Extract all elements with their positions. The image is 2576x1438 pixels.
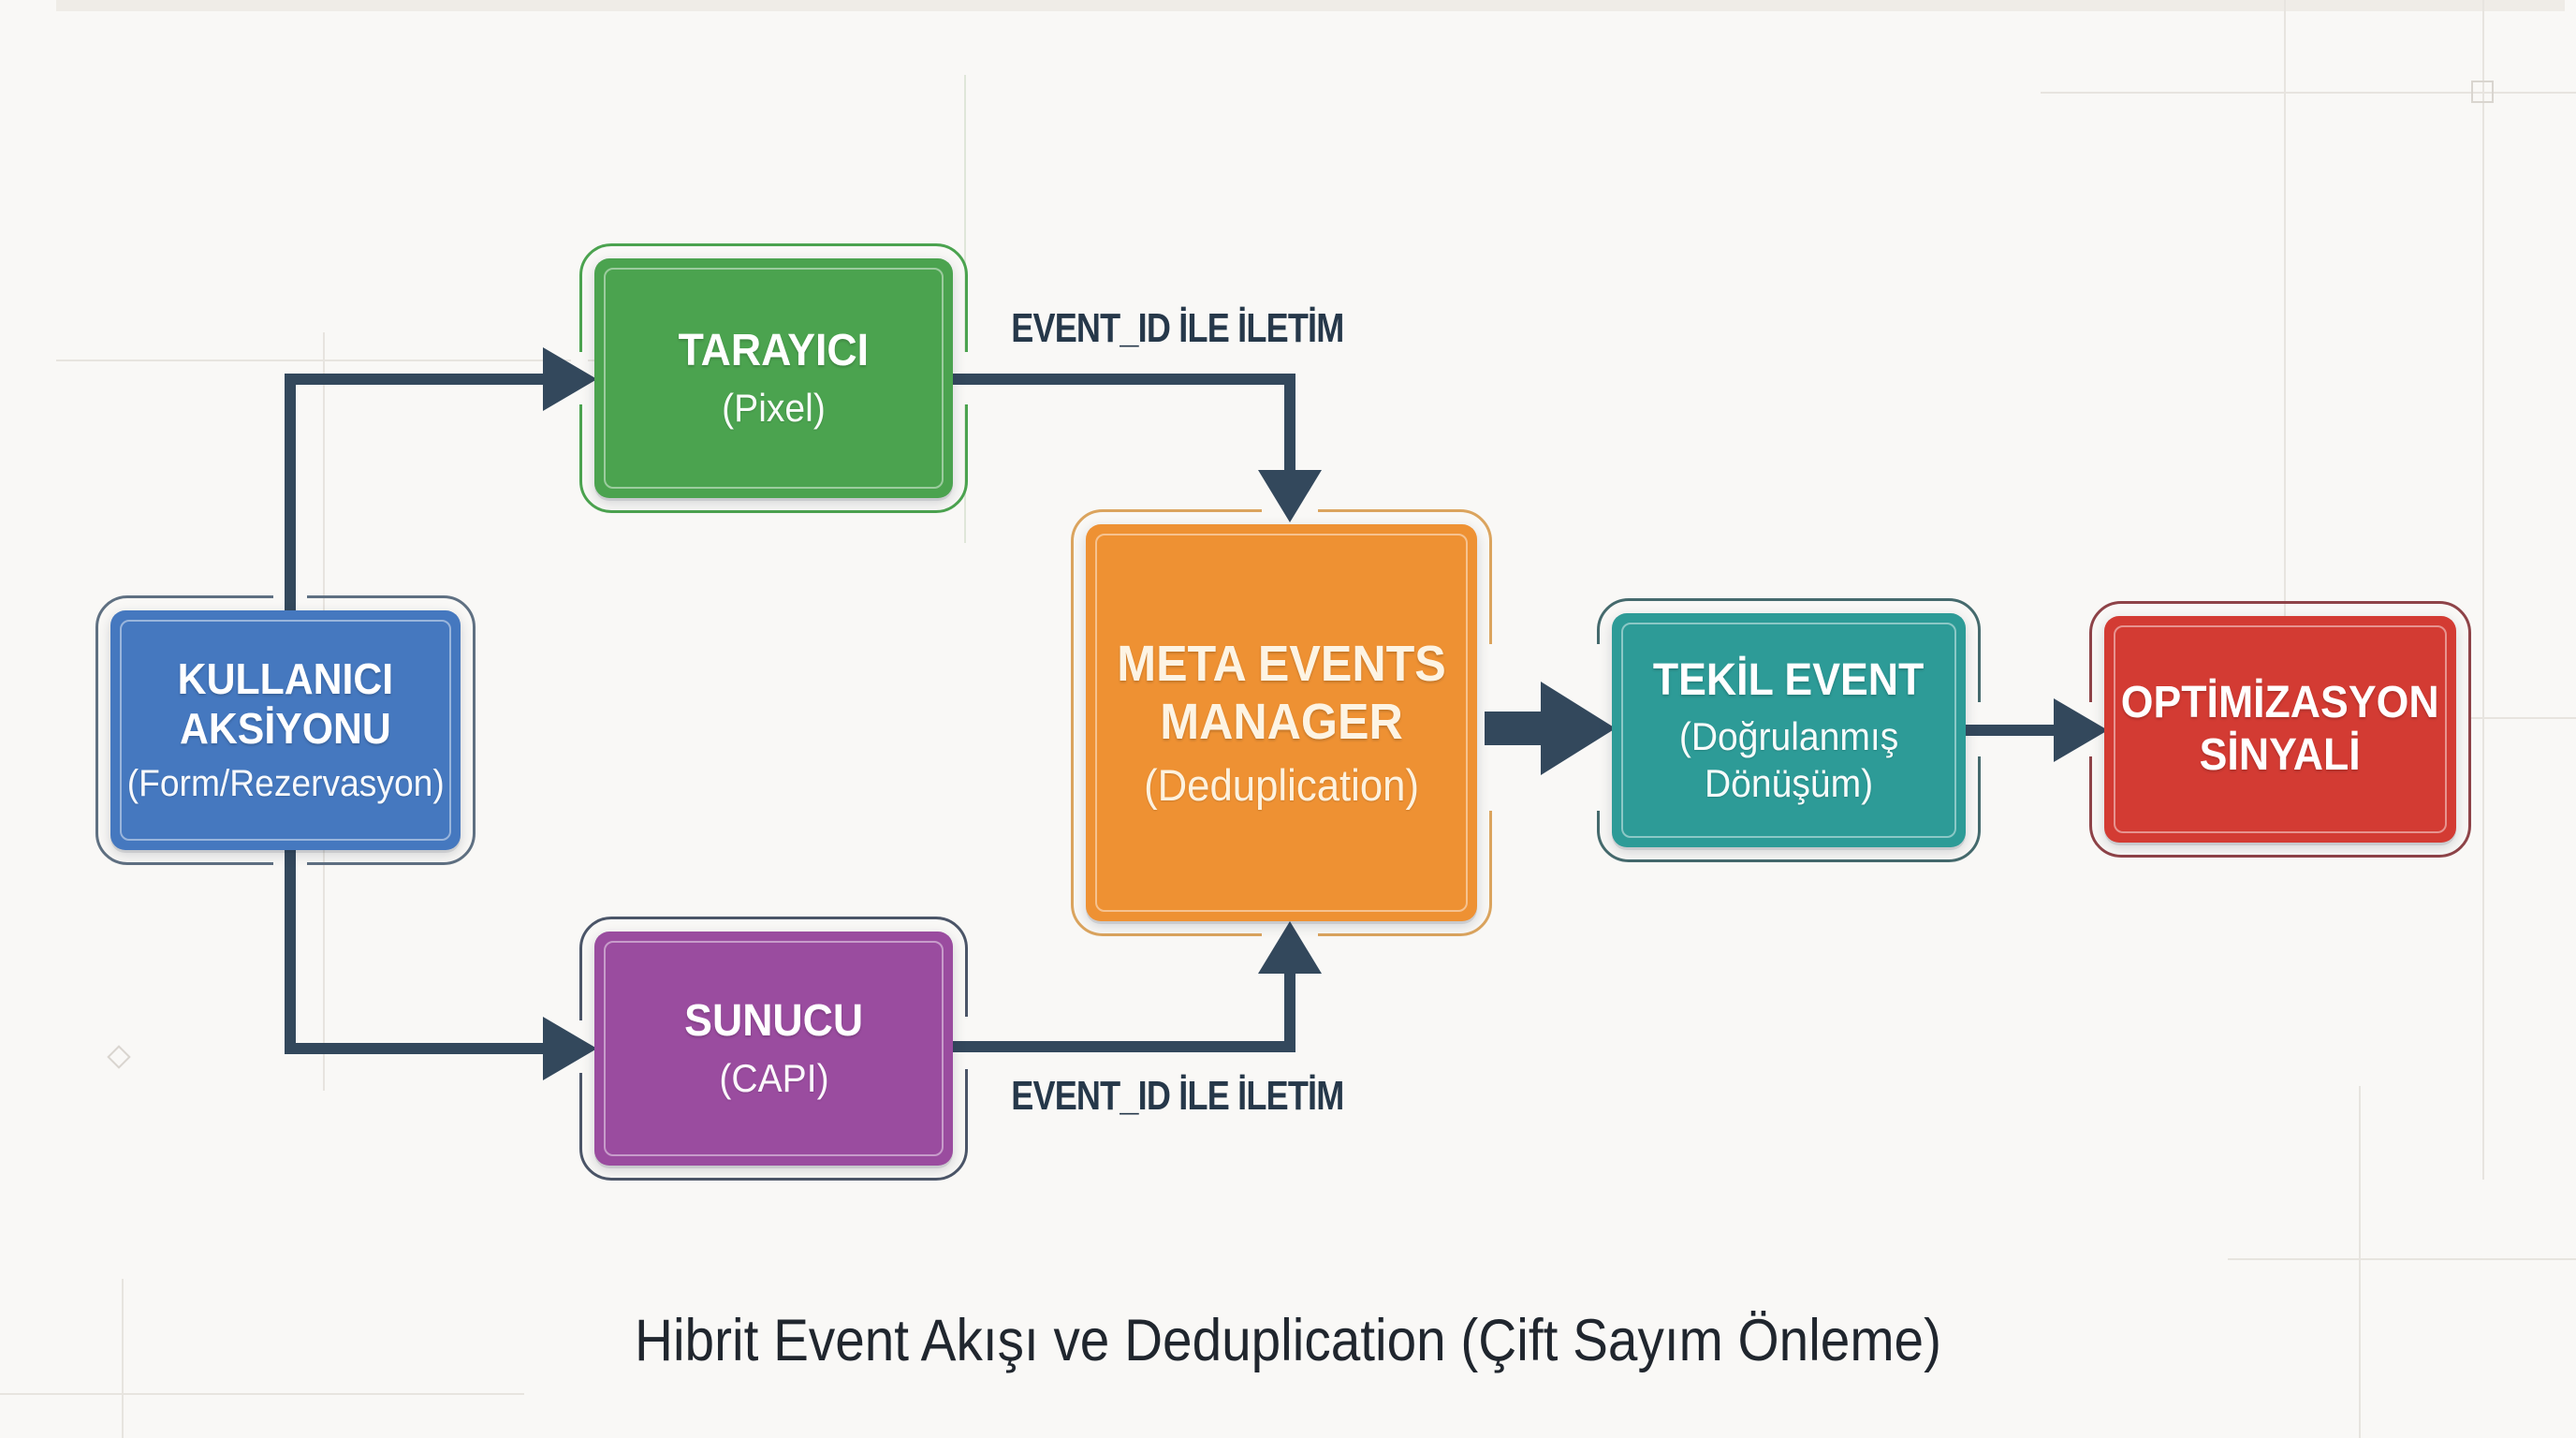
- node-tarayici: TARAYICI (Pixel): [579, 243, 968, 513]
- connector-mem-tekil-shaft: [1485, 712, 1550, 745]
- arrowhead-into-sunucu: [543, 1017, 597, 1080]
- node-subtitle: (Form/Rezervasyon): [126, 762, 445, 804]
- node-title: TARAYICI: [678, 326, 870, 376]
- arrowhead-into-optimizasyon: [2054, 698, 2108, 762]
- node-kullanici-aksiyonu: KULLANICI AKSİYONU (Form/Rezervasyon): [95, 595, 476, 865]
- arrowhead-into-mem-bottom: [1258, 921, 1322, 974]
- top-strip: [56, 0, 2565, 11]
- grid-vline: [2359, 1086, 2361, 1438]
- connector-sunucu-mem-vertical: [1284, 974, 1295, 1052]
- edge-label-event-id-top: EVENT_ID İLE İLETİM: [1011, 305, 1344, 351]
- connector-useraction-sunucu-horizontal: [285, 1043, 543, 1054]
- node-sunucu: SUNUCU (CAPI): [579, 917, 968, 1181]
- grid-vline: [2482, 0, 2484, 1180]
- node-title: OPTİMİZASYON SİNYALİ: [2121, 678, 2439, 780]
- grid-square-marker: [2471, 81, 2494, 103]
- diagram-title: Hibrit Event Akışı ve Deduplication (Çif…: [635, 1308, 1941, 1373]
- connector-useraction-tarayici-horizontal: [285, 374, 543, 385]
- node-subtitle: (Deduplication): [1144, 759, 1419, 810]
- node-box: TEKİL EVENT (Doğrulanmış Dönüşüm): [1612, 613, 1966, 847]
- arrowhead-into-tekil: [1541, 682, 1616, 775]
- connector-useraction-tarayici-vertical: [285, 379, 296, 610]
- connector-tarayici-mem-horizontal: [953, 374, 1295, 385]
- node-optimizasyon-sinyali: OPTİMİZASYON SİNYALİ: [2089, 601, 2471, 858]
- connector-sunucu-mem-horizontal: [953, 1041, 1295, 1052]
- node-box: KULLANICI AKSİYONU (Form/Rezervasyon): [110, 610, 461, 850]
- connector-tekil-optimizasyon: [1966, 725, 2059, 736]
- grid-hline: [2471, 717, 2576, 719]
- arrowhead-into-mem-top: [1258, 470, 1322, 522]
- connector-useraction-sunucu-vertical: [285, 850, 296, 1049]
- node-title: KULLANICI AKSİYONU: [177, 654, 394, 754]
- grid-diamond-marker: [107, 1045, 131, 1069]
- grid-hline: [2228, 1258, 2576, 1260]
- node-title: SUNUCU: [684, 996, 863, 1047]
- grid-hline: [56, 360, 805, 361]
- node-subtitle: (Pixel): [722, 386, 826, 431]
- node-subtitle: (Doğrulanmış Dönüşüm): [1678, 714, 1899, 805]
- arrowhead-into-tarayici: [543, 347, 597, 411]
- node-box: OPTİMİZASYON SİNYALİ: [2104, 616, 2456, 843]
- node-box: SUNUCU (CAPI): [594, 932, 953, 1166]
- node-box: META EVENTS MANAGER (Deduplication): [1086, 524, 1477, 921]
- node-box: TARAYICI (Pixel): [594, 258, 953, 498]
- grid-vline: [2284, 0, 2286, 712]
- node-meta-events-manager: META EVENTS MANAGER (Deduplication): [1071, 509, 1492, 936]
- grid-hline: [2041, 92, 2576, 94]
- node-title: META EVENTS MANAGER: [1117, 635, 1446, 751]
- edge-label-event-id-bottom: EVENT_ID İLE İLETİM: [1011, 1073, 1344, 1119]
- grid-hline: [0, 1393, 524, 1395]
- node-tekil-event: TEKİL EVENT (Doğrulanmış Dönüşüm): [1597, 598, 1981, 862]
- node-title: TEKİL EVENT: [1653, 654, 1925, 705]
- grid-vline: [122, 1279, 124, 1438]
- node-subtitle: (CAPI): [718, 1056, 829, 1101]
- connector-tarayici-mem-vertical: [1284, 374, 1295, 472]
